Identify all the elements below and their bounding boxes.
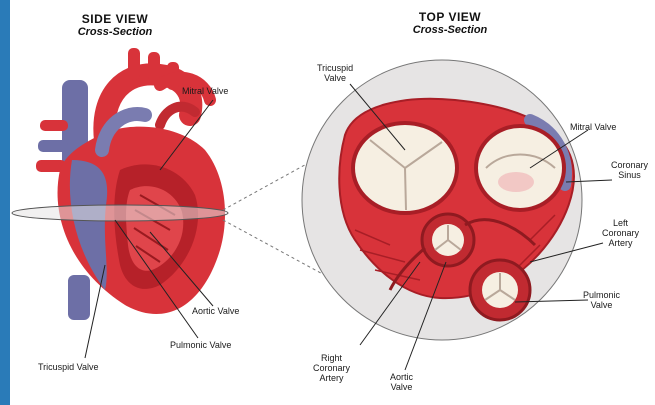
side-label-mitral-valve: Mitral Valve	[182, 86, 228, 96]
top-label-aortic-valve: Aortic Valve	[390, 372, 413, 392]
top-view-title: TOP VIEW	[395, 10, 505, 24]
top-label-coronary-sinus: Coronary Sinus	[611, 160, 648, 180]
top-label-mitral-valve: Mitral Valve	[570, 122, 616, 132]
top-label-left-coronary-artery: Left Coronary Artery	[602, 218, 639, 248]
top-view-subtitle: Cross-Section	[395, 24, 505, 36]
top-label-tricuspid-valve: Tricuspid Valve	[317, 63, 353, 83]
top-label-pulmonic-valve: Pulmonic Valve	[583, 290, 620, 310]
diagram-panel: SIDE VIEW Cross-Section TOP VIEW Cross-S…	[10, 0, 655, 405]
top-view-section	[302, 60, 582, 340]
side-label-tricuspid-valve: Tricuspid Valve	[38, 362, 99, 372]
side-view-title: SIDE VIEW	[60, 12, 170, 26]
top-label-right-coronary-artery: Right Coronary Artery	[313, 353, 350, 383]
side-label-pulmonic-valve: Pulmonic Valve	[170, 340, 231, 350]
side-label-aortic-valve: Aortic Valve	[192, 306, 239, 316]
heart-illustration	[10, 0, 655, 405]
side-view-subtitle: Cross-Section	[60, 26, 170, 38]
